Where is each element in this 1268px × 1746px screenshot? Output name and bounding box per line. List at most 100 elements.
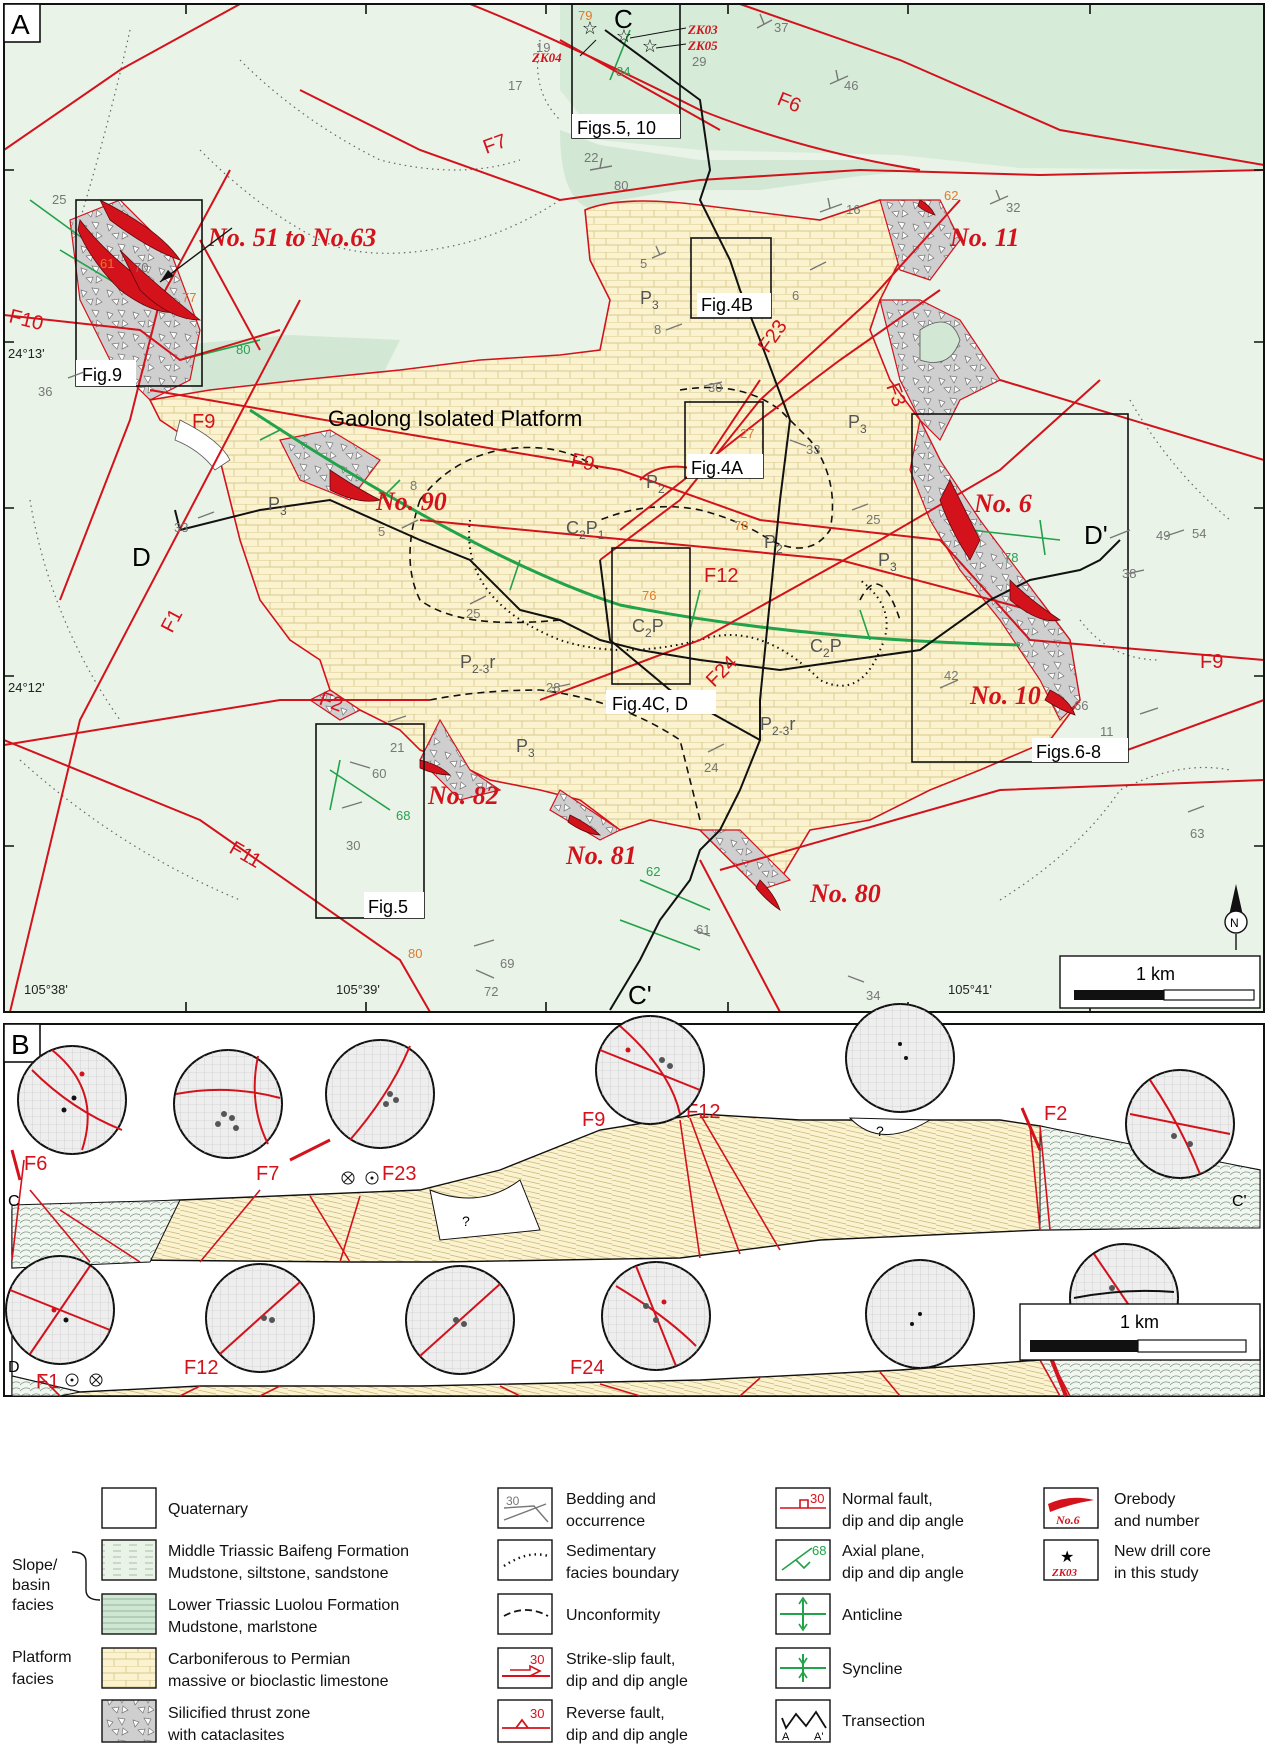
svg-text:80: 80 [236, 342, 250, 357]
svg-text:33: 33 [806, 442, 820, 457]
orebody-label-82: No. 82 [427, 781, 499, 810]
fault-label-f9-east: F9 [1200, 651, 1223, 673]
svg-text:17: 17 [508, 78, 522, 93]
orebodies [77, 199, 1076, 911]
orebody-label-6: No. 6 [973, 489, 1032, 518]
fault-label-f9-west: F9 [192, 411, 215, 433]
svg-text:49: 49 [1156, 528, 1170, 543]
svg-text:Mudstone, marlstone: Mudstone, marlstone [168, 1619, 318, 1636]
legend-carbonate-swatch [101, 1647, 157, 1689]
svg-text:Anticline: Anticline [842, 1607, 903, 1624]
stereonet [865, 1259, 975, 1369]
stereonet [205, 1263, 315, 1373]
section-c-label-f23: F23 [382, 1163, 416, 1185]
svg-text:Silicified thrust zone: Silicified thrust zone [168, 1705, 310, 1722]
drill-core-star-3: ☆ [642, 36, 658, 56]
coord-lat-13: 24°13' [8, 346, 45, 361]
strata-p3-south: P3 [516, 736, 535, 760]
section-d-label-f12: F12 [184, 1357, 218, 1379]
svg-text:Sedimentary: Sedimentary [566, 1543, 656, 1560]
fig5-10-label: Figs.5, 10 [577, 118, 656, 138]
svg-text:42: 42 [944, 668, 958, 683]
svg-text:38: 38 [1122, 566, 1136, 581]
svg-text:Transection: Transection [842, 1713, 925, 1730]
svg-text:D: D [8, 1359, 20, 1376]
svg-text:Syncline: Syncline [842, 1661, 903, 1678]
svg-text:and number: and number [1114, 1513, 1200, 1530]
svg-text:33: 33 [174, 520, 188, 535]
svg-text:61: 61 [100, 256, 114, 271]
strata-p3-east: P3 [848, 412, 867, 436]
bedding-symbols [67, 13, 1205, 983]
svg-text:32: 32 [1006, 200, 1020, 215]
svg-text:5: 5 [378, 524, 385, 539]
svg-text:Mudstone, siltstone, sandstone: Mudstone, siltstone, sandstone [168, 1565, 389, 1582]
drill-core-zk03: ZK03 [687, 22, 718, 37]
strata-c2p-center: C2P [632, 616, 664, 640]
geologic-map: Fig.9 Figs.5, 10 Fig.4B Fig.4A Fig.4C, D… [4, 4, 1264, 1012]
map-grid-ticks [4, 4, 1264, 1012]
section-label-d: D [132, 542, 151, 572]
fig4cd-label: Fig.4C, D [612, 694, 688, 714]
svg-text:dip and dip angle: dip and dip angle [842, 1513, 964, 1530]
panel-b-label: B [11, 1029, 30, 1060]
svg-text:24: 24 [704, 760, 718, 775]
north-arrow: N [1224, 884, 1248, 950]
strata-p2-north: P2 [646, 472, 665, 496]
platform-name: Gaolong Isolated Platform [328, 406, 582, 431]
orebody-pointer-arrowhead [160, 270, 174, 282]
svg-text:C': C' [1232, 1193, 1247, 1210]
map-coordinates: 24°13' 24°12' 105°38' 105°39' 105°41' [8, 346, 992, 997]
svg-text:with cataclasites: with cataclasites [167, 1727, 285, 1744]
svg-text:ZK03: ZK03 [1051, 1567, 1078, 1579]
strata-p2-east: P2 [764, 532, 783, 556]
svg-text:60: 60 [372, 766, 386, 781]
drill-core-star-2: ☆ [616, 26, 632, 46]
svg-text:66: 66 [1074, 698, 1088, 713]
svg-text:69: 69 [500, 956, 514, 971]
svg-text:70: 70 [134, 260, 148, 275]
legend-luolou-swatch [101, 1593, 157, 1635]
fault-label-f9-center: F9 [569, 449, 596, 475]
svg-text:25: 25 [866, 512, 880, 527]
svg-text:30: 30 [530, 1706, 544, 1721]
svg-text:Axial plane,: Axial plane, [842, 1543, 925, 1560]
figure-frames [75, 4, 1129, 919]
panel-a-label: A [11, 9, 30, 40]
svg-text:34: 34 [866, 988, 880, 1003]
section-c-query-2: ? [876, 1123, 884, 1139]
section-c-label-f6: F6 [24, 1153, 47, 1175]
svg-text:36: 36 [38, 384, 52, 399]
strata-p23r-west: P2-3r [460, 652, 495, 676]
svg-text:Reverse fault,: Reverse fault, [566, 1705, 665, 1722]
section-d-label-f1: F1 [36, 1371, 59, 1393]
strata-labels: P3 P3 P3 P3 P3 P2 P2 C2P1 C2P C2P P2-3r … [268, 288, 897, 760]
panel-b-box [3, 1023, 41, 1063]
luolou-formation-belt [560, 130, 920, 210]
svg-text:28: 28 [546, 680, 560, 695]
svg-text:dip and dip angle: dip and dip angle [566, 1727, 688, 1744]
svg-text:19: 19 [536, 40, 550, 55]
fault-label-f12: F12 [704, 565, 738, 587]
luolou-formation-north [560, 4, 1264, 170]
fig6-8-label: Figs.6-8 [1036, 742, 1101, 762]
section-label-d-prime: D' [1084, 520, 1108, 550]
orebody-label-81: No. 81 [565, 841, 637, 870]
svg-text:New drill core: New drill core [1114, 1543, 1211, 1560]
svg-text:80: 80 [614, 178, 628, 193]
section-c-label-f7: F7 [256, 1163, 279, 1185]
svg-text:1 km: 1 km [1120, 1312, 1159, 1332]
svg-text:dip and dip angle: dip and dip angle [566, 1673, 688, 1690]
stereonet [595, 1015, 705, 1125]
fig4a-label: Fig.4A [691, 458, 743, 478]
section-c-label-f12: F12 [686, 1101, 720, 1123]
svg-text:78: 78 [734, 518, 748, 533]
svg-text:dip and dip angle: dip and dip angle [842, 1565, 964, 1582]
svg-text:8: 8 [654, 322, 661, 337]
svg-text:Lower Triassic Luolou Formatio: Lower Triassic Luolou Formation [168, 1597, 399, 1614]
orebody-label-80: No. 80 [809, 879, 881, 908]
stereonet [845, 1003, 955, 1113]
strata-c2p-east: C2P [810, 636, 842, 660]
svg-text:in this study: in this study [1114, 1565, 1198, 1582]
fault-lines [4, 4, 1264, 1012]
